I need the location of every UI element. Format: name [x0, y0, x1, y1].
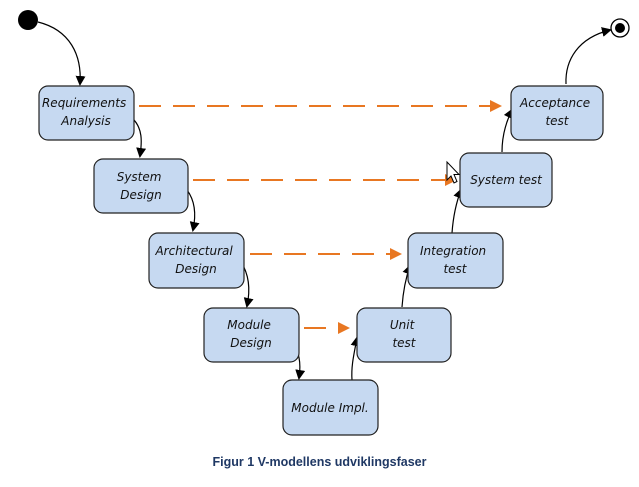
- flow-arrow-module-impl-to-unit-test: [350, 336, 361, 381]
- svg-text:Module Design: Module Design: [227, 318, 274, 350]
- flow-arrow-start-to-requirements: [37, 21, 86, 86]
- svg-text:Integration test: Integration test: [420, 244, 490, 276]
- flow-arrow-system-test-to-acceptance: [501, 108, 513, 153]
- figure-caption: Figur 1 V-modellens udviklingsfaser: [212, 455, 427, 469]
- node-module-impl: Module Impl.: [282, 379, 379, 436]
- node-system-design: System Design: [93, 158, 189, 214]
- mouse-cursor-icon: [446, 160, 461, 184]
- svg-text:Unit test: Unit test: [390, 318, 418, 350]
- svg-text:System test: System test: [470, 173, 543, 187]
- svg-text:Acceptance test: Acceptance test: [519, 96, 594, 128]
- node-requirements-analysis: Requirements Analysis: [38, 85, 135, 141]
- flow-arrow-acceptance-to-end: [565, 27, 612, 85]
- svg-text:System Design: System Design: [117, 170, 166, 202]
- svg-text:Architectural Design: Architectural Design: [154, 244, 236, 276]
- node-module-design: Module Design: [203, 307, 300, 363]
- node-integration-test: Integration test: [407, 232, 504, 289]
- svg-text:Requirements Analysis: Requirements Analysis: [42, 96, 130, 128]
- node-system-test: System test: [459, 152, 553, 208]
- node-architectural-design: Architectural Design: [148, 232, 245, 289]
- end-node: [610, 18, 630, 38]
- flow-arrow-system-design-to-architectural: [186, 189, 200, 232]
- svg-text:Module Impl.: Module Impl.: [291, 401, 368, 415]
- node-unit-test: Unit test: [356, 307, 452, 363]
- node-acceptance-test: Acceptance test: [510, 85, 604, 141]
- start-node: [18, 10, 38, 30]
